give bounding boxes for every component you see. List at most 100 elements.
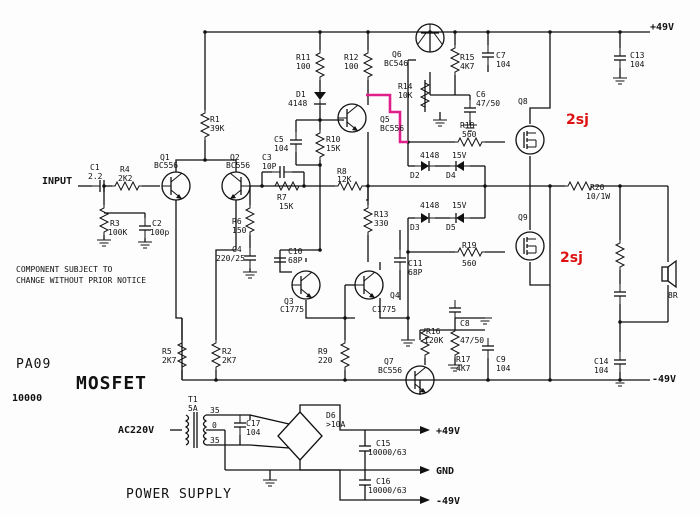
c10-value: 68P xyxy=(288,256,303,265)
r1-ref: R1 xyxy=(210,115,220,124)
q6-type: BC546 xyxy=(384,59,408,68)
d4-value: 15V xyxy=(452,151,467,160)
q3-ref: Q3 xyxy=(284,297,294,306)
r13-ref: R13 xyxy=(374,210,389,219)
r18-ref: R18 xyxy=(460,121,475,130)
c13-value: 104 xyxy=(630,60,645,69)
type-label: MOSFET xyxy=(76,373,147,394)
r5-ref: R5 xyxy=(162,347,172,356)
ac-label: AC220V xyxy=(118,425,154,436)
c17-ref: C17 xyxy=(246,419,261,428)
d5-ref: D5 xyxy=(446,223,456,232)
r14-ref: R14 xyxy=(398,82,413,91)
tap-3: 35 xyxy=(210,436,220,445)
r16-value: 120K xyxy=(424,336,443,345)
d5-value: 15V xyxy=(452,201,467,210)
q7-ref: Q7 xyxy=(384,357,394,366)
d4-ref: D4 xyxy=(446,171,456,180)
r12-value: 100 xyxy=(344,62,359,71)
c4-value: 220/25 xyxy=(216,254,245,263)
c4-ref: C4 xyxy=(232,245,242,254)
q1-ref: Q1 xyxy=(160,153,170,162)
components xyxy=(91,23,677,395)
rail-pos-label: +49V xyxy=(650,22,674,33)
r17-value: 4K7 xyxy=(456,364,471,373)
r16-ref: R16 xyxy=(426,327,441,336)
c2-value: 100p xyxy=(150,228,169,237)
r1-value: 39K xyxy=(210,124,225,133)
q8-ref: Q8 xyxy=(518,97,528,106)
c1-ref: C1 xyxy=(90,163,100,172)
q5-ref: Q5 xyxy=(380,115,390,124)
speaker-value: 8R xyxy=(668,291,678,300)
c14-value: 104 xyxy=(594,366,609,375)
notice-line-2: CHANGE WITHOUT PRIOR NOTICE xyxy=(16,276,146,285)
r9-ref: R9 xyxy=(318,347,328,356)
power-supply-title: POWER SUPPLY xyxy=(126,487,232,502)
r7-ref: R7 xyxy=(277,193,287,202)
model-label: PA09 xyxy=(16,357,51,372)
d2-value: 4148 xyxy=(420,151,439,160)
d3-value: 4148 xyxy=(420,201,439,210)
c7-value: 104 xyxy=(496,60,511,69)
q4-ref: Q4 xyxy=(390,291,400,300)
q7-type: BC556 xyxy=(378,366,402,375)
q9-ref: Q9 xyxy=(518,213,528,222)
c2-ref: C2 xyxy=(152,219,162,228)
r10-value: 15K xyxy=(326,144,341,153)
c13-ref: C13 xyxy=(630,51,645,60)
c15-value: 10000/63 xyxy=(368,448,407,457)
q6-ref: Q6 xyxy=(392,50,402,59)
supply-pos-label: +49V xyxy=(436,426,460,437)
q1-type: BC556 xyxy=(154,161,178,170)
r11-ref: R11 xyxy=(296,53,311,62)
d6-ref: D6 xyxy=(326,411,336,420)
c3-value: 10P xyxy=(262,162,277,171)
r4-value: 2K2 xyxy=(118,174,133,183)
r3-ref: R3 xyxy=(110,219,120,228)
c8-value: 47/50 xyxy=(460,336,484,345)
r19-value: 560 xyxy=(462,259,477,268)
r12-ref: R12 xyxy=(344,53,359,62)
c3-ref: C3 xyxy=(262,153,272,162)
notice-line-1: COMPONENT SUBJECT TO xyxy=(16,265,113,274)
tap-2: 0 xyxy=(212,421,217,430)
r2-value: 2K7 xyxy=(222,356,237,365)
r5-value: 2K7 xyxy=(162,356,177,365)
supply-neg-label: -49V xyxy=(436,496,460,507)
r8-value: 12K xyxy=(337,175,352,184)
r14-value: 10K xyxy=(398,91,413,100)
wiring xyxy=(78,30,669,395)
c1-value: 2.2 xyxy=(88,172,103,181)
c6-value: 47/50 xyxy=(476,99,500,108)
r19-ref: R19 xyxy=(462,241,477,250)
r17-ref: R17 xyxy=(456,355,471,364)
c5-value: 104 xyxy=(274,144,289,153)
power-supply-drawing xyxy=(170,404,430,504)
c11-ref: C11 xyxy=(408,259,423,268)
q3-type: C1775 xyxy=(280,305,304,314)
q4-type: C1775 xyxy=(372,305,396,314)
c16-value: 10000/63 xyxy=(368,486,407,495)
r4-ref: R4 xyxy=(120,165,130,174)
q2-ref: Q2 xyxy=(230,153,240,162)
tap-1: 35 xyxy=(210,406,220,415)
r20-ref: R20 xyxy=(590,183,605,192)
c14-ref: C14 xyxy=(594,357,609,366)
d1-ref: D1 xyxy=(296,90,306,99)
d6-value: >10A xyxy=(326,420,345,429)
mosfet-bottom-annotation: 2sj xyxy=(560,250,583,266)
r6-value: 150 xyxy=(232,226,247,235)
t1-ref: T1 xyxy=(188,395,198,404)
r8-ref: R8 xyxy=(337,167,347,176)
r18-value: 560 xyxy=(462,130,477,139)
r6-ref: R6 xyxy=(232,217,242,226)
c11-value: 68P xyxy=(408,268,423,277)
c9-ref: C9 xyxy=(496,355,506,364)
q2-type: BC556 xyxy=(226,161,250,170)
supply-gnd-label: GND xyxy=(436,466,454,477)
rail-neg-label: -49V xyxy=(652,374,676,385)
r9-value: 220 xyxy=(318,356,333,365)
